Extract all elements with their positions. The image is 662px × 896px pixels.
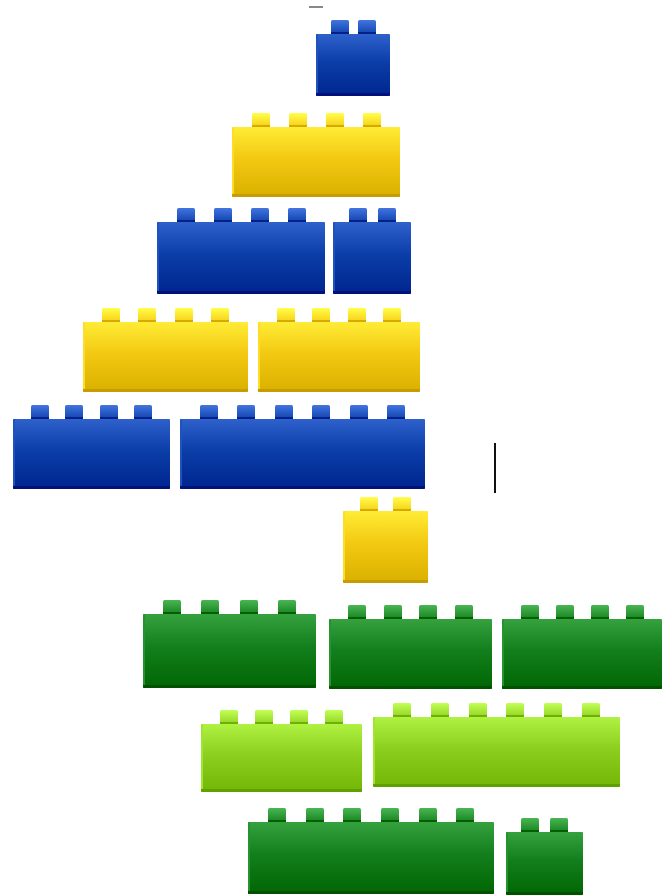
brick-stud (255, 710, 273, 724)
brick-stud (326, 113, 344, 127)
brick-stud (268, 808, 286, 822)
brick-body (143, 614, 316, 688)
yellow-1x2-trunk-brick (343, 497, 428, 583)
brick-stud (456, 808, 474, 822)
brick-stud (306, 808, 324, 822)
yellow-1x4-row4-left-brick (83, 308, 248, 392)
brick-stud (289, 113, 307, 127)
brick-stud (177, 208, 195, 222)
brick-stud (134, 405, 152, 419)
brick-body (180, 419, 425, 489)
brick-stud (387, 405, 405, 419)
blue-1x2-top-brick (316, 20, 390, 96)
brick-body (157, 222, 325, 294)
brick-body (373, 717, 620, 787)
brick-body (232, 127, 400, 197)
brick-stud (275, 405, 293, 419)
brick-body (248, 822, 494, 894)
brick-stud (469, 703, 487, 717)
green-1x6-row9-brick (248, 808, 494, 894)
brick-stud (278, 600, 296, 614)
brick-stud (102, 308, 120, 322)
brick-stud (455, 605, 473, 619)
brick-stud (393, 497, 411, 511)
brick-stud (214, 208, 232, 222)
blue-1x4-row3-brick (157, 208, 325, 294)
brick-stud (348, 605, 366, 619)
brick-stud (349, 208, 367, 222)
brick-stud (358, 20, 376, 34)
brick-body (201, 724, 362, 792)
brick-stud (331, 20, 349, 34)
brick-stud (252, 113, 270, 127)
lime-1x6-row8-right-brick (373, 703, 620, 787)
brick-stud (506, 703, 524, 717)
brick-body (506, 832, 583, 895)
brick-stud (240, 600, 258, 614)
green-1x4-row7-right-brick (502, 605, 662, 689)
brick-stud (383, 308, 401, 322)
brick-body (258, 322, 420, 392)
brick-stud (312, 308, 330, 322)
brick-stud (65, 405, 83, 419)
brick-stud (582, 703, 600, 717)
brick-stud (556, 605, 574, 619)
brick-stud (384, 605, 402, 619)
brick-stud (100, 405, 118, 419)
brick-stud (393, 703, 411, 717)
brick-stud (220, 710, 238, 724)
brick-stud (350, 405, 368, 419)
brick-stud (251, 208, 269, 222)
top-mark (309, 6, 323, 8)
brick-body (316, 34, 390, 96)
lime-1x4-row8-left-brick (201, 710, 362, 792)
brick-stud (419, 808, 437, 822)
brick-stud (521, 605, 539, 619)
brick-stud (290, 710, 308, 724)
brick-stud (211, 308, 229, 322)
blue-1x4-row5-left-brick (13, 405, 170, 489)
brick-stud (201, 600, 219, 614)
brick-stud (31, 405, 49, 419)
brick-stud (312, 405, 330, 419)
yellow-1x4-row4-right-brick (258, 308, 420, 392)
brick-stud (163, 600, 181, 614)
brick-stud (363, 113, 381, 127)
green-1x4-row7-left-brick (143, 600, 316, 688)
green-1x4-row7-mid-brick (329, 605, 492, 689)
brick-stud (431, 703, 449, 717)
brick-stud (200, 405, 218, 419)
brick-stud (237, 405, 255, 419)
blue-1x6-row5-right-brick (180, 405, 425, 489)
brick-stud (381, 808, 399, 822)
green-1x2-row9-brick (506, 818, 583, 895)
brick-stud (591, 605, 609, 619)
brick-stud (378, 208, 396, 222)
brick-stud (544, 703, 562, 717)
brick-body (83, 322, 248, 392)
text-cursor (494, 443, 496, 493)
brick-stud (138, 308, 156, 322)
brick-stud (277, 308, 295, 322)
blue-1x2-row3-brick (333, 208, 411, 294)
brick-stud (288, 208, 306, 222)
brick-body (13, 419, 170, 489)
brick-stud (325, 710, 343, 724)
brick-stud (175, 308, 193, 322)
brick-stud (521, 818, 539, 832)
brick-body (333, 222, 411, 294)
brick-stud (348, 308, 366, 322)
brick-stud (360, 497, 378, 511)
brick-body (502, 619, 662, 689)
brick-stud (419, 605, 437, 619)
brick-stud (550, 818, 568, 832)
brick-stud (626, 605, 644, 619)
brick-body (343, 511, 428, 583)
brick-body (329, 619, 492, 689)
brick-stud (343, 808, 361, 822)
yellow-1x4-row2-brick (232, 113, 400, 197)
